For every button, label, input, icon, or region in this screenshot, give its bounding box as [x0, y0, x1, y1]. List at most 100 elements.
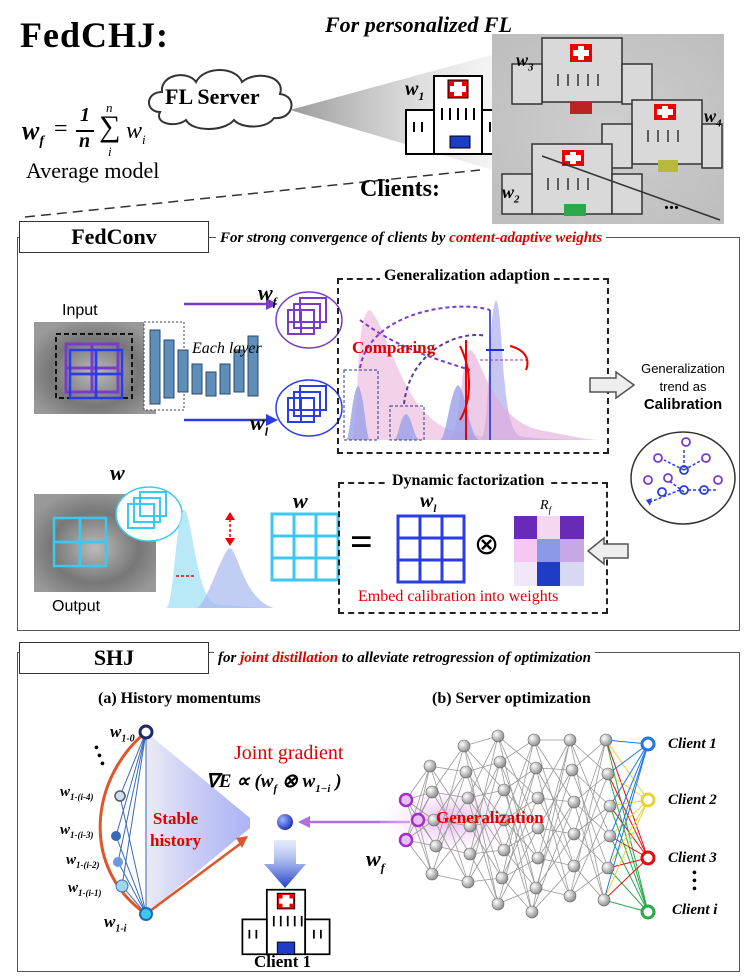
network-edge — [605, 739, 649, 859]
joint-formula-a: ∇E ∝ (w — [206, 771, 274, 792]
formula-lhs-sub: f — [39, 134, 45, 150]
rf-matrix — [514, 516, 584, 586]
network-edge — [503, 739, 535, 821]
network-edge — [607, 799, 649, 869]
joint-formula-sub: 1−i — [315, 782, 331, 795]
network-edge — [571, 769, 609, 869]
network-node — [601, 861, 615, 875]
fedconv-desc: For strong convergence of clients by con… — [216, 230, 607, 247]
wf-label: wf — [258, 280, 277, 309]
network-edge — [569, 739, 605, 901]
arrow-to-calibration — [589, 370, 636, 400]
network-edge — [433, 819, 469, 883]
formula-sum-bottom: i — [108, 144, 112, 159]
network-edge — [405, 765, 431, 841]
network-edge — [469, 735, 499, 855]
client-w2-sub: 2 — [514, 193, 520, 206]
network-edge — [499, 739, 535, 763]
history-momentum-graph — [98, 724, 250, 921]
wl2-sub: l — [433, 503, 437, 515]
client-w1-label: w1 — [405, 78, 424, 104]
network-edge — [603, 899, 649, 913]
hist-label-1: w1-(i-4) — [60, 784, 94, 802]
network-edge — [573, 805, 611, 835]
comparing-label: Comparing — [352, 338, 436, 357]
hist-label-5-sub: 1-i — [115, 923, 127, 935]
network-edge — [569, 805, 611, 897]
stable-line1: Stable — [152, 809, 199, 828]
hist-label-3-main: w — [66, 852, 77, 868]
client-w4-sub: 4 — [716, 117, 722, 130]
network-edge — [431, 825, 471, 875]
network-node — [529, 881, 543, 895]
network-node — [493, 755, 507, 769]
distribution-curves — [343, 300, 600, 441]
network-edge — [537, 739, 571, 859]
network-edge — [497, 827, 539, 905]
network-node — [563, 889, 577, 903]
network-node — [497, 783, 511, 797]
client-w1-sub: 1 — [418, 89, 425, 103]
network-node — [459, 765, 473, 779]
network-edge — [573, 801, 611, 837]
network-edge — [573, 773, 609, 803]
shj-desc: for joint distillation to alleviate retr… — [214, 650, 595, 667]
network-edge — [469, 853, 499, 905]
trend-line1: Generalization — [641, 361, 725, 376]
stable-history-label: Stable history — [150, 808, 201, 852]
joint-formula: ∇E ∝ (wf ⊗ w1−i ) — [206, 770, 342, 795]
hist-label-0-sub: 1-0 — [121, 733, 135, 745]
output-distributions — [166, 510, 274, 608]
network-node — [601, 767, 615, 781]
network-node — [491, 897, 505, 911]
network-node — [457, 739, 471, 753]
client-label-4: Client i — [672, 902, 718, 918]
output-label: Output — [52, 598, 101, 615]
network-edge — [463, 745, 505, 851]
network-edge — [605, 739, 649, 801]
otimes-symbol: ⊗ — [474, 528, 500, 561]
joint-formula-b: ⊗ w — [277, 771, 316, 792]
wl-kernel-ellipse — [275, 379, 343, 437]
network-node — [491, 729, 505, 743]
more-clients: ... — [664, 192, 679, 214]
network-edge — [609, 799, 649, 837]
fedconv-desc-prefix: For strong convergence of clients by — [220, 230, 450, 246]
network-edge — [405, 799, 433, 875]
network-edge — [535, 833, 575, 889]
dot-2: • — [97, 749, 102, 764]
shj-tag: SHJ — [19, 642, 209, 674]
main-title: FedCHJ: — [20, 15, 169, 55]
network-edge — [501, 877, 533, 913]
network-node — [531, 851, 545, 865]
trend-line3: Calibration — [643, 396, 723, 413]
network-edge — [609, 743, 649, 837]
formula-num: 1 — [80, 104, 90, 126]
network-node — [497, 813, 511, 827]
network-edge — [417, 819, 433, 875]
network-edge — [605, 739, 649, 913]
client-w4-main: w — [704, 106, 717, 126]
network-node — [531, 821, 545, 835]
average-formula: wf = 1 n n ∑ i wi — [22, 100, 162, 166]
embed-label: Embed calibration into weights — [356, 588, 561, 606]
network-edge — [497, 735, 537, 769]
network-edge — [503, 767, 537, 851]
hist-label-0: w1-0 — [110, 722, 135, 744]
network-edge — [537, 739, 571, 799]
network-edge — [467, 819, 505, 883]
formula-den: n — [79, 130, 91, 152]
input-label: Input — [62, 302, 98, 319]
network-edge — [603, 799, 649, 901]
network-edge — [603, 857, 649, 901]
gen-title: Generalization adaption — [380, 267, 554, 285]
network-node — [461, 875, 475, 889]
network-node — [603, 829, 617, 843]
network-node — [529, 761, 543, 775]
shj-wf-main: w — [366, 846, 381, 871]
network-edge — [573, 739, 607, 835]
hist-label-4-main: w — [68, 880, 79, 896]
subtitle: For personalized FL — [325, 12, 513, 37]
shj-wf-label: wf — [366, 846, 385, 875]
hist-label-1-sub: 1-(i-4) — [70, 792, 94, 802]
